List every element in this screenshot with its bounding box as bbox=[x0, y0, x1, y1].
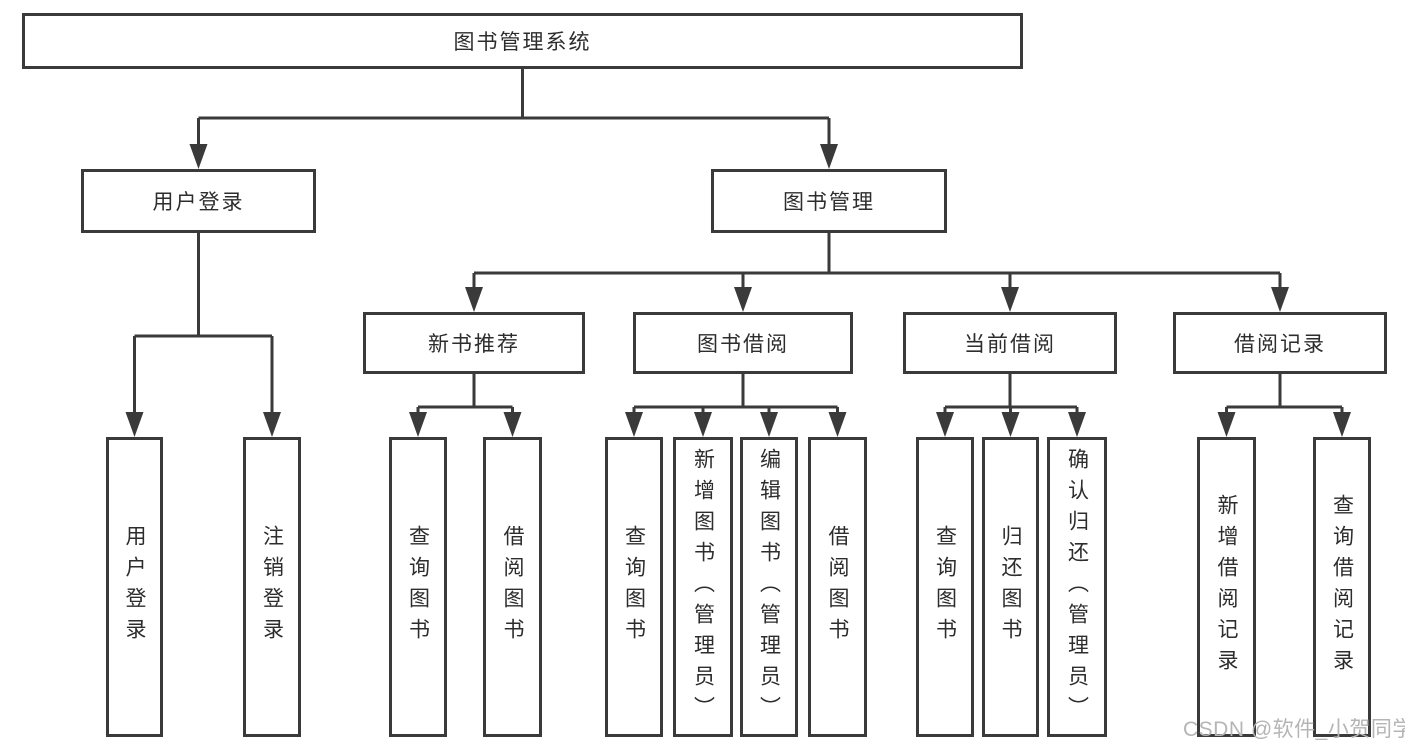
leaf-edit-books-admin: 编辑图书（管理员） bbox=[740, 437, 798, 737]
node-label: 图书管理 bbox=[783, 191, 875, 214]
leaf-label: 新增图书（管理员） bbox=[691, 447, 715, 727]
leaf-label: 查询图书 bbox=[933, 525, 957, 649]
leaf-add-borrow-record: 新增借阅记录 bbox=[1197, 437, 1256, 737]
leaf-return-books: 归还图书 bbox=[982, 437, 1039, 737]
node-book-management: 图书管理 bbox=[711, 169, 947, 233]
leaf-confirm-return-admin: 确认归还（管理员） bbox=[1047, 437, 1107, 737]
node-borrowing-records: 借阅记录 bbox=[1173, 312, 1387, 374]
leaf-borrow-books-recommend: 借阅图书 bbox=[483, 437, 542, 737]
node-label: 当前借阅 bbox=[964, 333, 1056, 356]
node-user-login: 用户登录 bbox=[81, 169, 316, 233]
leaf-borrow-books: 借阅图书 bbox=[808, 437, 867, 737]
node-label: 图书管理系统 bbox=[453, 31, 592, 54]
node-book-management-system: 图书管理系统 bbox=[22, 13, 1023, 69]
leaf-label: 新增借阅记录 bbox=[1215, 494, 1238, 680]
leaf-query-books-current: 查询图书 bbox=[916, 437, 974, 737]
leaf-label: 注销登录 bbox=[260, 525, 284, 649]
leaf-label: 借阅图书 bbox=[501, 525, 524, 649]
leaf-label: 借阅图书 bbox=[826, 525, 849, 649]
node-label: 图书借阅 bbox=[697, 333, 789, 356]
leaf-query-books-recommend: 查询图书 bbox=[389, 437, 447, 737]
node-label: 借阅记录 bbox=[1234, 333, 1326, 356]
leaf-label: 查询图书 bbox=[406, 525, 430, 649]
leaf-label: 查询图书 bbox=[622, 525, 646, 649]
leaf-logout: 注销登录 bbox=[243, 437, 301, 737]
arrowheads bbox=[125, 144, 1351, 437]
csdn-watermark: CSDN @软件_小贺同学 bbox=[1183, 718, 1405, 741]
node-new-book-recommend: 新书推荐 bbox=[363, 312, 585, 374]
leaf-label: 归还图书 bbox=[999, 525, 1022, 649]
node-label: 用户登录 bbox=[152, 191, 245, 214]
node-current-borrowing: 当前借阅 bbox=[903, 312, 1117, 374]
leaf-query-books-borrow: 查询图书 bbox=[605, 437, 663, 737]
node-book-borrowing: 图书借阅 bbox=[633, 312, 853, 374]
leaf-label: 确认归还（管理员） bbox=[1065, 447, 1089, 727]
leaf-label: 编辑图书（管理员） bbox=[757, 447, 781, 727]
node-label: 新书推荐 bbox=[428, 333, 520, 356]
leaf-user-login: 用户登录 bbox=[106, 437, 163, 737]
leaf-label: 用户登录 bbox=[123, 525, 146, 649]
leaf-add-books-admin: 新增图书（管理员） bbox=[673, 437, 733, 737]
leaf-label: 查询借阅记录 bbox=[1330, 494, 1354, 680]
leaf-query-borrow-record: 查询借阅记录 bbox=[1313, 437, 1371, 737]
